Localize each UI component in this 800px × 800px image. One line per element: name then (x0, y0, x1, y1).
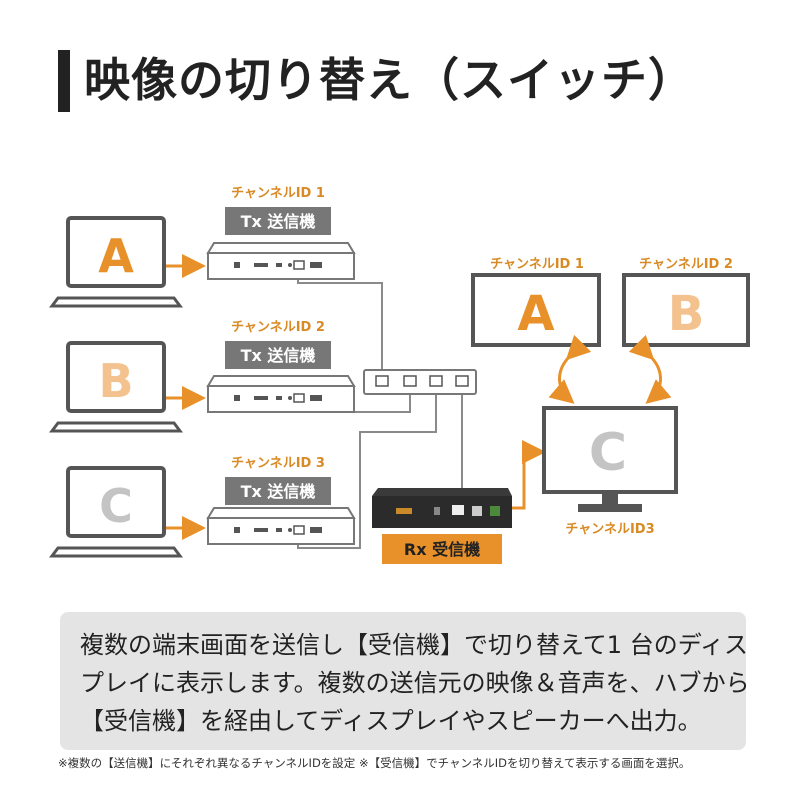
network-hub (363, 369, 477, 395)
laptop-b: B (49, 341, 183, 433)
display-b-channel-label: チャンネルID 2 (639, 257, 733, 272)
cable-tx3-to-hub (297, 392, 437, 549)
tx2-device (206, 375, 356, 413)
tx2-label-bg (225, 341, 331, 369)
description-line-3: 【受信機】を経由してディスプレイやスピーカーへ出力。 (80, 707, 702, 735)
arrow-rx-to-display (512, 440, 546, 510)
title-accent-bar (58, 50, 70, 112)
tx2-device-label: Tx 送信機 (241, 346, 316, 365)
tx3-device (206, 507, 356, 545)
display-a-channel-label: チャンネルID 1 (490, 257, 584, 272)
display-b (622, 273, 750, 347)
tx3-label-bg (225, 477, 331, 505)
laptop-a-letter: A (98, 229, 134, 283)
main-display-channel-label: チャンネルID3 (565, 522, 654, 537)
display-b-letter: B (668, 286, 705, 342)
main-display (542, 406, 678, 512)
laptop-b-letter: B (98, 354, 133, 408)
tx3-channel-label: チャンネルID 3 (231, 456, 325, 471)
description-line-2: プレイに表示します。複数の送信元の映像＆音声を、ハブから (80, 669, 750, 697)
tx1-device-label: Tx 送信機 (241, 212, 316, 231)
rx-label: Rx 受信機 (404, 540, 480, 559)
tx1-channel-label: チャンネルID 1 (231, 186, 325, 201)
laptop-c-letter: C (99, 479, 133, 533)
tx2-channel-label: チャンネルID 2 (231, 320, 325, 335)
switch-arrow-a (548, 334, 592, 404)
tx1-device (206, 242, 356, 280)
main-display-letter: C (589, 423, 627, 483)
display-a (471, 273, 601, 347)
switch-arrow-b (628, 334, 672, 404)
rx-label-bg (382, 534, 502, 564)
page-title: 映像の切り替え（スイッチ） (84, 53, 695, 107)
description-box: 複数の端末画面を送信し【受信機】で切り替えて1 台のディス プレイに表示します。… (60, 612, 750, 750)
tx1-label-bg (225, 207, 331, 235)
footnote: ※複数の【送信機】にそれぞれ異なるチャンネルIDを設定 ※【受信機】でチャンネル… (58, 756, 691, 770)
laptop-c: C (49, 466, 183, 558)
rx-receiver-device (372, 488, 512, 528)
display-a-letter: A (517, 286, 554, 342)
description-line-1: 複数の端末画面を送信し【受信機】で切り替えて1 台のディス (80, 631, 749, 659)
tx3-device-label: Tx 送信機 (241, 482, 316, 501)
laptop-a: A (49, 216, 183, 308)
